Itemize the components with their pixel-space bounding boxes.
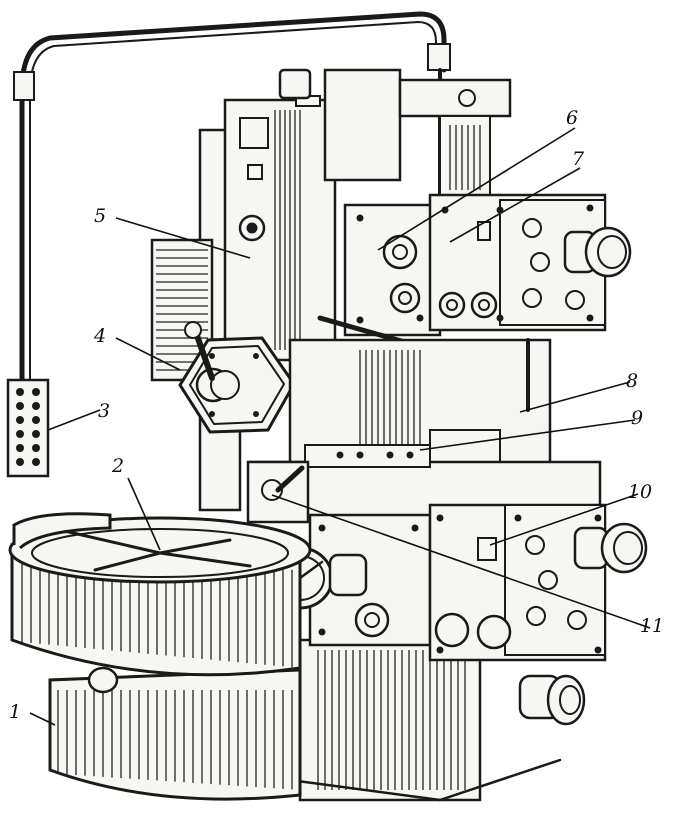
callout-label-8: 8 [626, 370, 638, 392]
callout-leader-7 [449, 167, 581, 243]
callout-leader-6 [377, 127, 576, 251]
side-feed-box [150, 238, 214, 382]
callout-leader-1 [29, 712, 56, 726]
upper-head [296, 193, 632, 402]
callouts: 1 2 3 4 5 6 7 8 9 10 11 [9, 107, 664, 726]
side-head [246, 444, 648, 726]
callout-label-4: 4 [93, 325, 106, 347]
callout-leader-11 [271, 494, 651, 629]
callout-leader-3 [47, 409, 101, 431]
callout-label-11: 11 [640, 615, 664, 637]
callout-label-3: 3 [98, 400, 110, 422]
callout-label-5: 5 [94, 205, 106, 227]
callout-label-9: 9 [631, 407, 643, 429]
callout-leader-10 [489, 493, 639, 546]
callout-label-10: 10 [628, 481, 652, 503]
callout-label-6: 6 [566, 107, 578, 129]
callout-label-2: 2 [111, 455, 124, 477]
callout-leader-4 [115, 337, 181, 371]
callout-leader-2 [127, 477, 161, 551]
callout-label-1: 1 [9, 701, 21, 723]
callout-leader-5 [115, 217, 251, 259]
callout-label-7: 7 [572, 148, 585, 170]
pendant-control-box [6, 378, 50, 478]
callout-leader-8 [519, 381, 631, 413]
callout-leader-9 [419, 419, 636, 451]
rotary-table [8, 512, 312, 801]
machine-column [198, 68, 512, 512]
